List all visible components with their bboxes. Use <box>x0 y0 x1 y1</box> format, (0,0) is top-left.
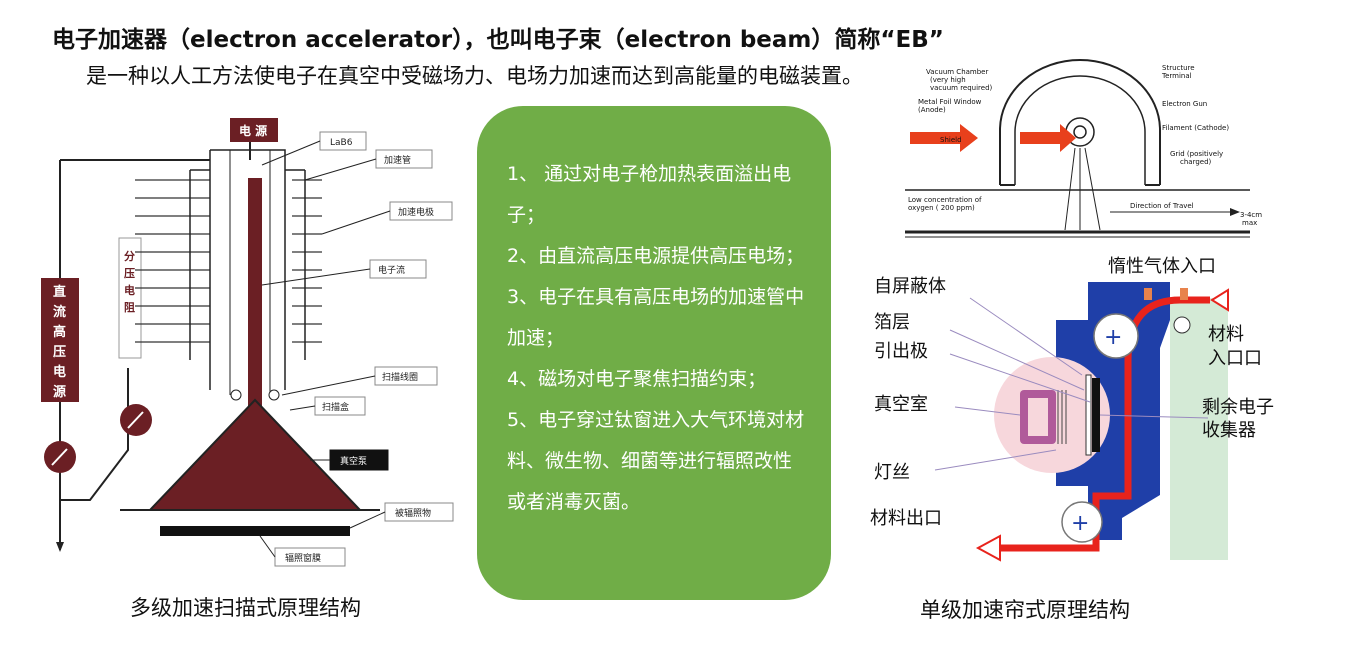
svg-text:+: + <box>1071 511 1089 536</box>
left-diagram-caption: 多级加速扫描式原理结构 <box>130 596 361 620</box>
filament-label-cn: 灯丝 <box>874 462 910 483</box>
hv-char-5: 电 <box>53 364 66 380</box>
hv-char-1: 直 <box>53 284 66 300</box>
vacuum-chamber-label: Vacuum Chamber <box>926 68 988 76</box>
page-subtitle: 是一种以人工方法使电子在真空中受磁场力、电场力加速而达到高能量的电磁装置。 <box>86 64 863 88</box>
electron-gun-cross-section: Vacuum Chamber (very high vacuum require… <box>905 59 1262 238</box>
hv-char-6: 源 <box>53 384 66 400</box>
hv-char-4: 压 <box>53 345 66 360</box>
scan-cone <box>147 398 363 511</box>
oxygen-label: oxygen ( 200 ppm) <box>908 204 975 212</box>
vacuum-pump-label: 真空泵 <box>340 455 367 467</box>
extraction-label: 引出极 <box>874 341 928 362</box>
filament-label: Filament (Cathode) <box>1162 124 1229 132</box>
terminal-label: Terminal <box>1161 72 1192 80</box>
foil-label: 箔层 <box>874 312 910 333</box>
vacuum-label: 真空室 <box>874 394 928 415</box>
process-step-1: 1、 通过对电子枪加热表面溢出电子； <box>507 163 792 226</box>
shield-body-label: 自屏蔽体 <box>874 276 946 297</box>
gap-label: 3-4cm <box>1240 211 1262 219</box>
inner-arrow-icon <box>1020 124 1076 152</box>
material-inlet-label-1: 材料 <box>1208 324 1244 345</box>
collector-label-2: 收集器 <box>1202 420 1256 441</box>
vacuum-note-1: (very high <box>930 76 966 84</box>
divider-char-3: 电 <box>124 283 135 297</box>
process-step-5: 5、电子穿过钛窗进入大气环境对材料、微生物、细菌等进行辐照改性或者消毒灭菌。 <box>507 409 805 513</box>
grid-label-2: charged) <box>1180 158 1212 166</box>
anode-label: (Anode) <box>918 106 946 114</box>
scan-box-label: 扫描盒 <box>322 401 349 413</box>
page-title: 电子加速器（electron accelerator），也叫电子束（electr… <box>52 27 944 53</box>
process-steps-list: 1、 通过对电子枪加热表面溢出电子； 2、由直流高压电源提供高压电场； 3、电子… <box>507 154 807 523</box>
inert-gas-label: 惰性气体入口 <box>1108 256 1216 277</box>
equipment-panel <box>1170 298 1228 560</box>
foil-window-label: Metal Foil Window <box>918 98 982 106</box>
electron-beam-column <box>248 178 262 408</box>
divider-char-4: 阻 <box>124 300 135 314</box>
divider-char-1: 分 <box>124 249 135 263</box>
electrode-label: 加速电极 <box>398 206 434 218</box>
beam-label: 电子流 <box>378 264 405 276</box>
right-diagram-caption: 单级加速帘式原理结构 <box>920 598 1130 622</box>
divider-char-2: 压 <box>124 266 135 280</box>
power-box <box>230 118 278 142</box>
material-inlet-label-2: 入口口 <box>1208 348 1262 369</box>
material-outlet-label: 材料出口 <box>870 508 942 529</box>
structure-label: Structure <box>1162 64 1195 72</box>
process-steps-box: 1、 通过对电子枪加热表面溢出电子； 2、由直流高压电源提供高压电场； 3、电子… <box>477 106 831 600</box>
process-step-4: 4、磁场对电子聚焦扫描约束； <box>507 368 767 390</box>
curtain-accelerator-diagram: + + 自屏蔽体 箔层 引出极 真空室 灯丝 材料出口 惰性气体入口 材料 入口… <box>870 256 1274 562</box>
grid-label: Grid (positively <box>1170 150 1223 158</box>
hv-char-2: 流 <box>53 304 66 320</box>
vacuum-note-2: vacuum required) <box>930 84 993 92</box>
process-step-3: 3、电子在具有高压电场的加速管中加速； <box>507 286 805 349</box>
hv-char-3: 高 <box>53 324 66 340</box>
irradiated-object <box>160 526 350 536</box>
multistage-accelerator-diagram: 直 流 高 压 电 源 分 压 电 阻 电 源 <box>41 118 454 567</box>
tube-label: 加速管 <box>384 154 411 166</box>
left-arrow-icon <box>910 124 978 152</box>
hv-supply-box <box>41 278 79 402</box>
collector-label-1: 剩余电子 <box>1202 397 1274 418</box>
direction-label: Direction of Travel <box>1130 202 1194 210</box>
coil-label: 扫描线圈 <box>382 371 418 383</box>
svg-text:+: + <box>1104 325 1122 350</box>
target-label: 被辐照物 <box>395 507 431 519</box>
divider-resistor-box <box>118 237 142 359</box>
power-label: 电 源 <box>239 123 267 138</box>
window-label: 辐照窗膜 <box>285 552 321 564</box>
electron-gun-label: Electron Gun <box>1162 100 1207 108</box>
roller-bottom <box>1061 501 1103 543</box>
roller-top <box>1093 313 1139 359</box>
shield-label: Shield <box>940 136 962 144</box>
low-concentration-label: Low concentration of <box>908 196 982 204</box>
shield-body <box>1056 282 1170 540</box>
process-step-2: 2、由直流高压电源提供高压电场； <box>507 245 805 267</box>
gap-max-label: max <box>1242 219 1257 227</box>
lab6-label: LaB6 <box>330 138 353 148</box>
